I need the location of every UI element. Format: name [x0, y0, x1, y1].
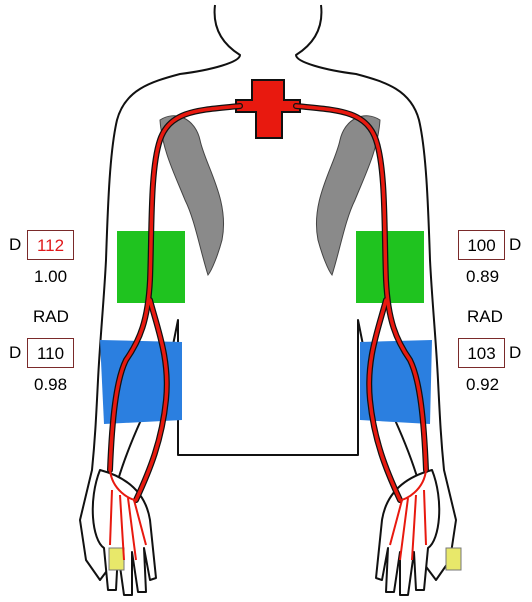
left-finger-cuff	[109, 548, 124, 570]
right-lower-index: 0.92	[466, 376, 499, 393]
left-lower-pressure-box: 110	[27, 338, 74, 368]
left-upper-pressure-box: 112	[27, 230, 74, 260]
right-lower-pressure-box: 103	[458, 338, 505, 368]
left-upper-side-letter: D	[9, 236, 21, 253]
right-lower-side-letter: D	[509, 344, 521, 361]
right-finger-cuff	[446, 548, 461, 570]
left-lower-index: 0.98	[34, 376, 67, 393]
right-upper-arm-cuff	[356, 231, 424, 303]
left-rad-label: RAD	[33, 308, 69, 325]
right-upper-index: 0.89	[466, 268, 499, 285]
right-rad-label: RAD	[467, 308, 503, 325]
left-upper-index: 1.00	[34, 268, 67, 285]
right-upper-side-letter: D	[509, 236, 521, 253]
left-lower-side-letter: D	[9, 344, 21, 361]
right-upper-pressure-box: 100	[458, 230, 505, 260]
right-hand-outline	[376, 470, 439, 595]
